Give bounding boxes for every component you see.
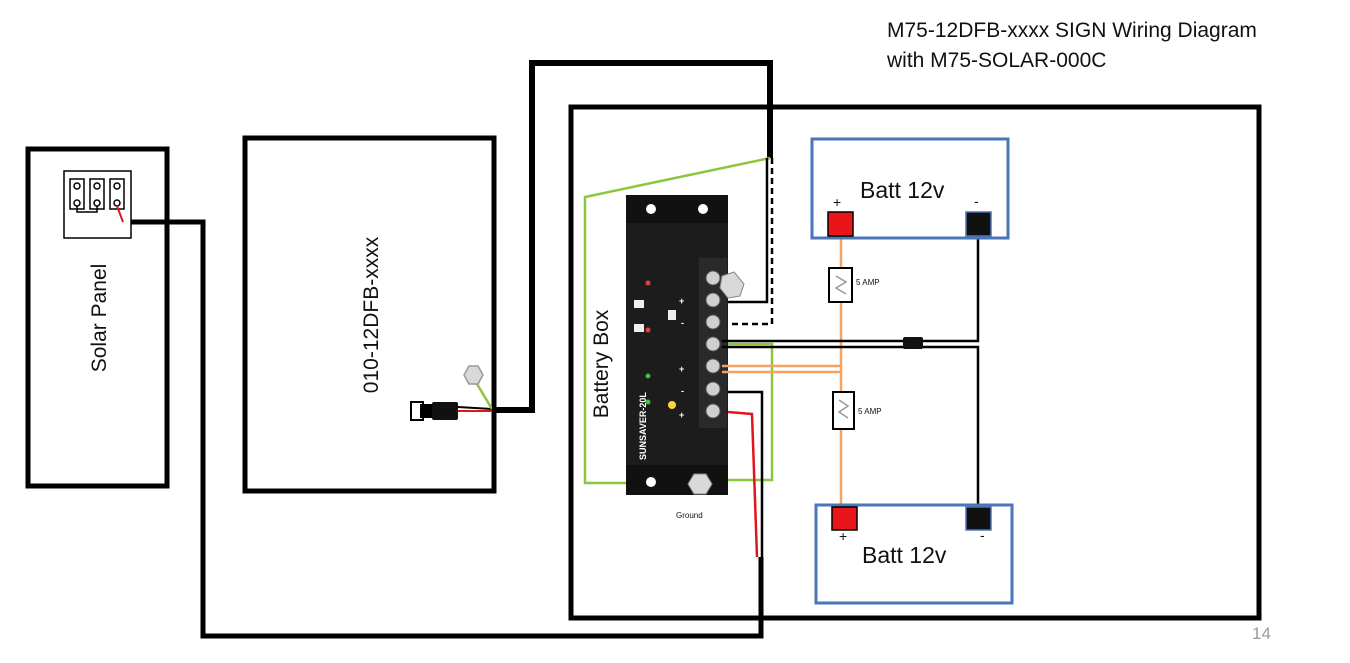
ground-wire-battery [710, 342, 774, 482]
solar-panel-label: Solar Panel [88, 264, 111, 373]
battery-top-plus: + [833, 194, 841, 210]
controller-brand: SUNSAVER-20L [638, 392, 648, 460]
sign-connector [410, 378, 494, 421]
solar-junction-terminals [69, 178, 125, 223]
battery-top-positive-terminal [827, 211, 854, 237]
terminal-lug [719, 271, 745, 299]
load-negative-wire [722, 158, 774, 326]
battery-wiring [722, 236, 980, 507]
battery-bottom-label: Batt 12v [862, 542, 947, 568]
sign-cable [492, 60, 773, 413]
svg-text:+: + [679, 364, 684, 374]
sign-box [242, 135, 497, 494]
load-positive-wire [722, 158, 769, 304]
diagram-title: M75-12DFB-xxxx SIGN Wiring Diagram with … [887, 16, 1257, 76]
fuse-top [828, 267, 853, 303]
svg-text:-: - [681, 386, 684, 396]
battery-bottom-negative-terminal [965, 506, 992, 531]
battery-box [568, 104, 1262, 621]
solar-panel-box [25, 146, 170, 489]
fuse-top-label: 5 AMP [856, 278, 880, 287]
fuse-bottom [832, 391, 855, 430]
ground-label: Ground [676, 511, 703, 520]
battery-bottom-minus: - [980, 527, 985, 543]
page-number: 14 [1252, 624, 1271, 643]
sign-label: 010-12DFB-xxxx [360, 236, 383, 393]
battery-top-minus: - [974, 193, 979, 209]
svg-text:+: + [679, 410, 684, 420]
fuse-bottom-label: 5 AMP [858, 407, 882, 416]
svg-text:+: + [679, 296, 684, 306]
solar-positive-wire [727, 410, 759, 558]
ground-nut [687, 473, 713, 495]
sign-ground-nut [463, 365, 484, 385]
battery-top-label: Batt 12v [860, 177, 945, 203]
diagram-title-line2: with M75-SOLAR-000C [887, 49, 1107, 72]
battery-bottom-plus: + [839, 528, 847, 544]
diagram-title-line1: M75-12DFB-xxxx SIGN Wiring Diagram [887, 19, 1257, 42]
battery-top-negative-terminal [965, 211, 992, 237]
charge-controller: + - + - + SUNSAVER-20L [626, 195, 728, 495]
svg-text:-: - [681, 318, 684, 328]
battery-box-label: Battery Box [590, 309, 613, 418]
solar-cable [131, 219, 764, 639]
battery-bottom-positive-terminal [831, 506, 858, 531]
solar-negative-wire [728, 390, 764, 557]
